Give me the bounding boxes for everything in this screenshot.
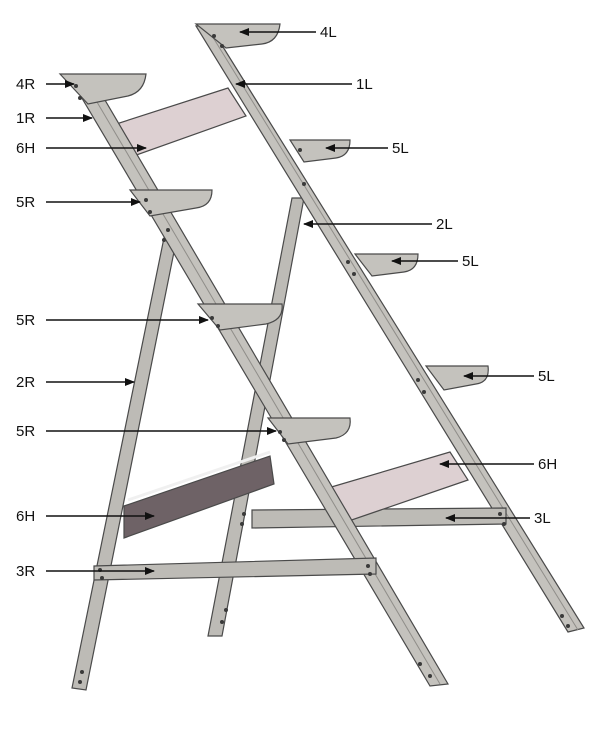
label-1R: 1R: [16, 110, 35, 127]
label-6H-right: 6H: [538, 456, 557, 473]
label-3R: 3R: [16, 563, 35, 580]
label-4L: 4L: [320, 24, 337, 41]
label-2L: 2L: [436, 216, 453, 233]
callouts-left: 4R 1R 6H 5R 5R 2R 5R 6H 3R: [16, 76, 277, 580]
step-5L-c: [424, 365, 489, 391]
label-5R-c: 5R: [16, 423, 35, 440]
crossbar-3R: [93, 557, 377, 581]
plate-6H-left-bottom: [123, 455, 275, 539]
label-6H-bottom-left: 6H: [16, 508, 35, 525]
step-4L: [194, 23, 281, 49]
step-4R: [58, 73, 147, 105]
callouts-right: 4L 1L 5L 2L 5L 5L 6H 3L: [235, 24, 557, 527]
main-rail-1L: [194, 25, 585, 633]
label-1L: 1L: [356, 76, 373, 93]
step-5R-a: [128, 189, 213, 217]
label-5L-a: 5L: [392, 140, 409, 157]
bolt-holes: [74, 34, 570, 684]
label-5R-b: 5R: [16, 312, 35, 329]
step-5R-c: [266, 417, 351, 445]
step-5R-b: [196, 303, 283, 331]
step-5L-a: [288, 139, 351, 163]
label-6H-top-left: 6H: [16, 140, 35, 157]
label-5L-c: 5L: [538, 368, 555, 385]
label-2R: 2R: [16, 374, 35, 391]
label-3L: 3L: [534, 510, 551, 527]
label-5L-b: 5L: [462, 253, 479, 270]
label-4R: 4R: [16, 76, 35, 93]
label-5R-a: 5R: [16, 194, 35, 211]
step-5L-b: [353, 253, 419, 277]
front-leg-2R: [71, 227, 179, 691]
